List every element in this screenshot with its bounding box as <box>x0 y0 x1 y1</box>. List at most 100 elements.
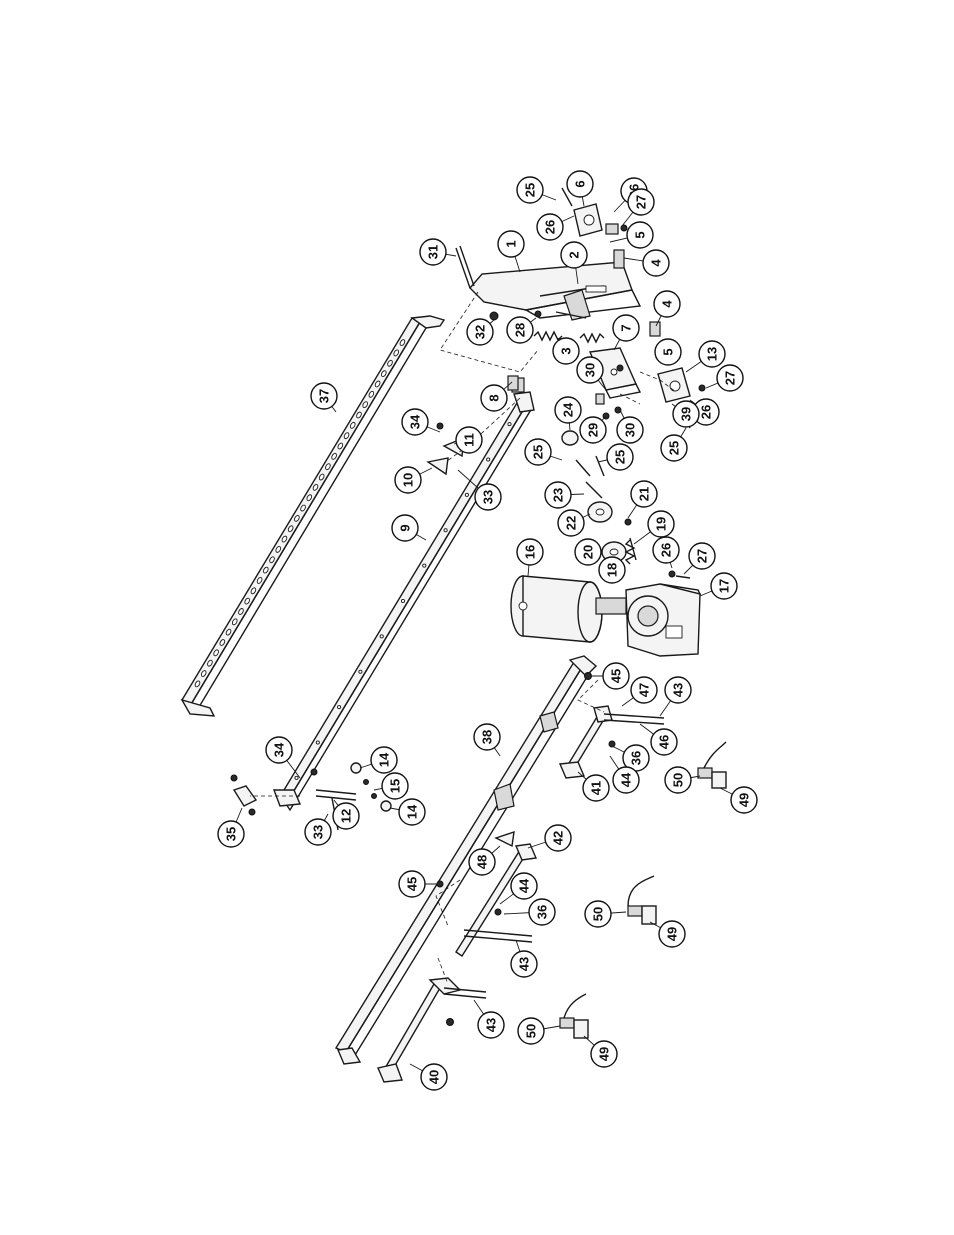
rail-hole <box>194 680 201 688</box>
rail-hole <box>312 483 319 491</box>
callout-4: 4 <box>623 249 670 277</box>
callout-50: 50 <box>517 1017 561 1045</box>
callout-balloon <box>574 538 602 566</box>
callout-balloon <box>660 434 688 462</box>
callout-26: 26 <box>652 536 680 569</box>
callout-43: 43 <box>659 676 692 717</box>
callout-number: 14 <box>405 804 420 819</box>
callout-number: 39 <box>679 407 694 421</box>
callout-38: 38 <box>473 723 501 757</box>
callout-number: 36 <box>535 905 550 919</box>
callout-balloon <box>516 176 544 204</box>
bar-hole <box>443 528 448 533</box>
callout-47: 47 <box>621 676 658 707</box>
callout-balloon <box>466 318 494 346</box>
callout-number: 33 <box>481 490 496 504</box>
callout-number: 49 <box>737 793 752 807</box>
bar-hole <box>294 775 299 780</box>
rail-hole <box>325 463 331 471</box>
callout-12: 12 <box>332 799 360 830</box>
callout-number: 25 <box>667 441 682 455</box>
callout-balloon <box>420 1063 448 1091</box>
callout-50: 50 <box>584 900 627 928</box>
callout-balloon <box>688 542 716 570</box>
callout-25: 25 <box>516 176 557 204</box>
callout-balloon <box>473 723 501 751</box>
callout-balloon <box>517 1017 545 1045</box>
callout-balloon <box>398 798 426 826</box>
callout-balloon <box>401 408 429 436</box>
callout-26: 26 <box>689 398 720 426</box>
callout-number: 43 <box>517 957 532 971</box>
callout-34: 34 <box>265 736 301 779</box>
callout-41: 41 <box>577 771 610 802</box>
callout-15: 15 <box>373 772 409 800</box>
callout-11: 11 <box>453 426 483 454</box>
callout-number: 43 <box>671 683 686 697</box>
bar-hole <box>486 457 491 462</box>
callout-balloon <box>598 556 626 584</box>
callout-number: 31 <box>426 245 441 259</box>
callout-36: 36 <box>611 744 650 772</box>
callout-number: 8 <box>487 394 502 401</box>
callout-46: 46 <box>639 723 678 756</box>
rail-hole <box>244 597 250 605</box>
rail-hole <box>269 556 275 564</box>
callout-balloon <box>584 900 612 928</box>
bar-hole <box>315 740 320 745</box>
callout-number: 22 <box>564 516 579 530</box>
callout-39: 39 <box>671 400 700 428</box>
callout-number: 48 <box>475 855 490 869</box>
callout-19: 19 <box>633 510 675 545</box>
rail-38 <box>334 655 598 1065</box>
callout-34: 34 <box>401 408 441 436</box>
callout-balloon <box>616 416 644 444</box>
callout-3: 3 <box>552 337 580 365</box>
callout-balloon <box>332 802 360 830</box>
callout-number: 16 <box>523 545 538 559</box>
callout-balloon <box>474 483 502 511</box>
bar-hole <box>422 563 427 568</box>
callout-22: 22 <box>557 509 591 537</box>
rail-hole <box>349 421 356 429</box>
rail-hole <box>281 535 288 543</box>
bushing-24 <box>561 430 579 446</box>
callout-balloon <box>698 340 726 368</box>
callout-balloon <box>510 950 538 978</box>
bar-41 <box>558 705 665 779</box>
callout-23: 23 <box>544 481 585 509</box>
callout-number: 13 <box>705 347 720 361</box>
callout-number: 37 <box>317 389 332 403</box>
rail-hole <box>213 649 219 657</box>
rail-hole <box>263 566 269 574</box>
bearing-block-6 <box>573 203 603 237</box>
callout-number: 30 <box>623 423 638 437</box>
callout-balloon <box>552 337 580 365</box>
bar-40 <box>377 977 487 1083</box>
callout-31: 31 <box>419 238 457 266</box>
bar-hole <box>400 598 406 604</box>
callout-33: 33 <box>457 469 502 511</box>
callout-balloon <box>524 438 552 466</box>
callout-number: 30 <box>583 363 598 377</box>
callout-4: 4 <box>653 290 681 327</box>
callout-number: 10 <box>401 473 416 487</box>
callout-balloon <box>652 536 680 564</box>
callout-balloon <box>394 466 422 494</box>
callout-number: 44 <box>619 772 634 787</box>
callout-25: 25 <box>524 438 563 466</box>
callout-number: 32 <box>473 325 488 339</box>
callout-42: 42 <box>527 824 572 852</box>
callout-24: 24 <box>554 396 582 431</box>
callout-35: 35 <box>217 807 245 848</box>
callout-balloon <box>557 509 585 537</box>
callout-number: 24 <box>561 402 576 417</box>
rail-hole <box>287 525 294 533</box>
callout-number: 33 <box>311 825 326 839</box>
callout-balloon <box>398 870 426 898</box>
rail-hole <box>225 628 232 636</box>
rail-hole <box>380 370 387 378</box>
callout-44: 44 <box>609 755 640 794</box>
callout-37: 37 <box>310 382 338 413</box>
callout-14: 14 <box>359 746 398 774</box>
